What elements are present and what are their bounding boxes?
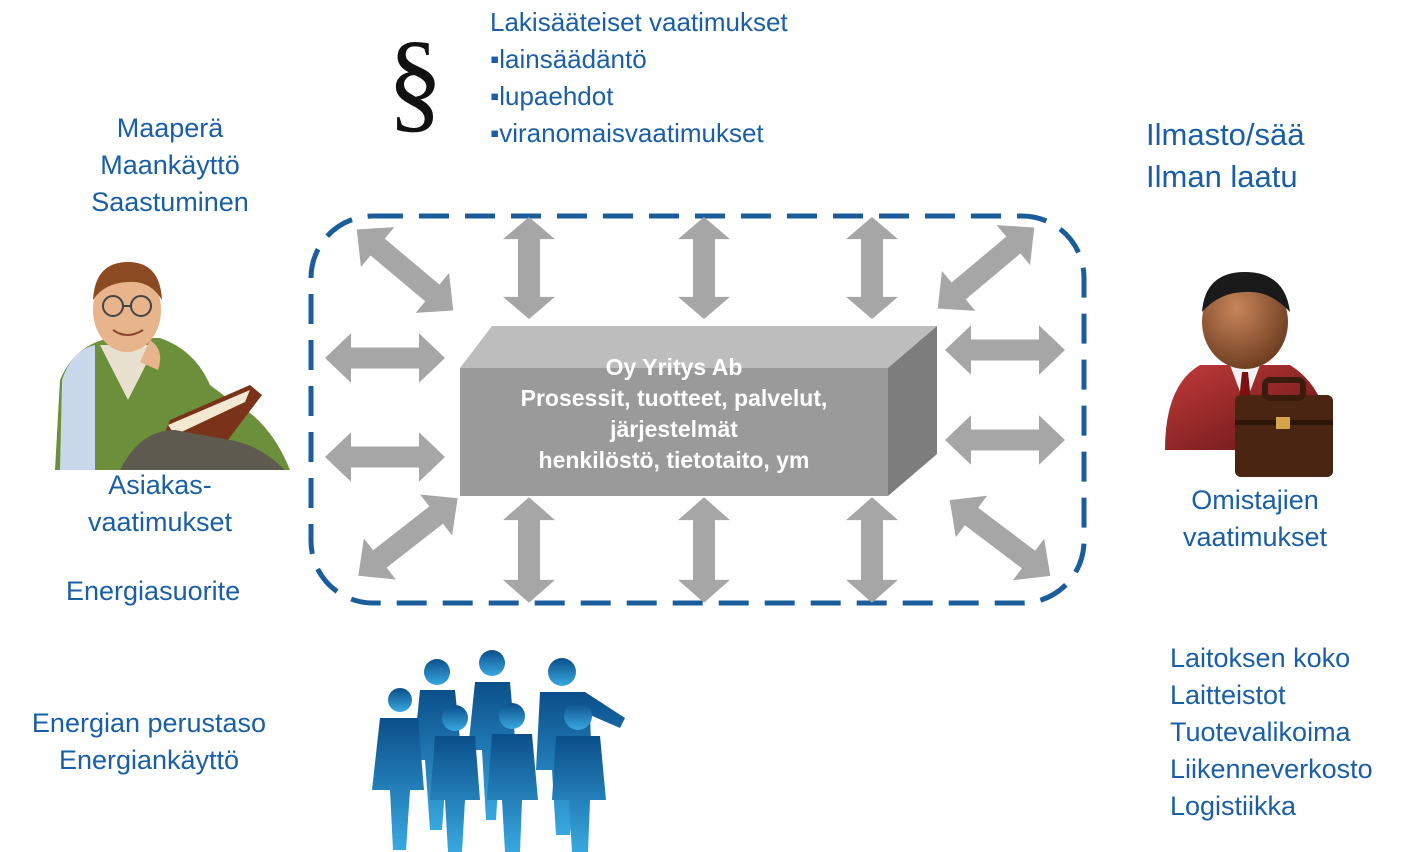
customer-req-line-1: Asiakas-: [108, 470, 212, 500]
organization-boundary: [308, 213, 1087, 606]
arrow-left-2: [325, 432, 445, 482]
arrow-top-1: [503, 217, 555, 319]
air-quality-label: Ilman laatu: [1146, 159, 1298, 194]
company-line-4: henkilöstö, tietotaito, ym: [538, 447, 810, 473]
legal-item-permits: lupaehdot: [490, 78, 788, 115]
climate-group: Ilmasto/sää Ilman laatu: [1146, 114, 1305, 198]
company-line-3: järjestelmät: [610, 416, 738, 442]
arrow-left-1: [325, 333, 445, 383]
arrow-bottom-2: [678, 497, 730, 603]
company-box: [460, 326, 937, 496]
owners-requirements: Omistajien vaatimukset: [1140, 482, 1370, 556]
energy-performance: Energiasuorite: [66, 576, 241, 606]
company-name: Oy Yritys Ab: [605, 354, 743, 380]
legal-item-legislation: lainsäädäntö: [490, 41, 788, 78]
land-use-label: Maankäyttö: [100, 150, 240, 180]
company-line-2: Prosessit, tuotteet, palvelut,: [520, 385, 828, 411]
arrow-bottom-3: [846, 497, 898, 603]
energy-use-label: Energiankäyttö: [58, 745, 240, 775]
customer-requirements: Asiakas- vaatimukset: [60, 467, 260, 541]
owners-req-line-1: Omistajien: [1191, 485, 1319, 515]
legal-title: Lakisääteiset vaatimukset: [490, 7, 788, 37]
legal-item-authority: viranomaisvaatimukset: [490, 115, 788, 152]
legal-requirements: Lakisääteiset vaatimukset lainsäädäntö l…: [490, 4, 788, 152]
arrow-top-2: [678, 217, 730, 319]
customer-req-line-2: vaatimukset: [87, 507, 233, 537]
arrow-bottom-right: [934, 479, 1066, 597]
soil-label: Maaperä: [116, 113, 224, 143]
arrow-bottom-1: [503, 497, 555, 603]
equipment-label: Laitteistot: [1170, 680, 1286, 710]
business-owner-icon: [1165, 272, 1333, 477]
company-box-label: Oy Yritys Ab Prosessit, tuotteet, palvel…: [460, 352, 888, 476]
facility-size-label: Laitoksen koko: [1170, 643, 1351, 673]
soil-group: Maaperä Maankäyttö Saastuminen: [60, 110, 280, 221]
logistics-label: Logistiikka: [1170, 791, 1297, 821]
arrow-right-1: [945, 325, 1065, 375]
arrow-top-left: [340, 209, 470, 331]
arrow-top-3: [846, 217, 898, 319]
pollution-label: Saastuminen: [91, 187, 249, 217]
energy-baseline-label: Energian perustaso: [31, 708, 267, 738]
arrow-bottom-left: [342, 477, 474, 597]
arrow-top-right: [921, 207, 1051, 329]
transport-network-label: Liikenneverkosto: [1170, 754, 1373, 784]
product-range-label: Tuotevalikoima: [1170, 717, 1351, 747]
customer-reader-icon: [55, 262, 290, 470]
section-sign-icon: §: [387, 19, 443, 143]
facility-group: Laitoksen koko Laitteistot Tuotevalikoim…: [1170, 640, 1373, 825]
people-group-icon: [372, 650, 625, 852]
owners-req-line-2: vaatimukset: [1182, 522, 1328, 552]
energy-group: Energian perustaso Energiankäyttö: [4, 705, 294, 779]
arrow-right-2: [945, 415, 1065, 465]
climate-label: Ilmasto/sää: [1146, 117, 1305, 152]
